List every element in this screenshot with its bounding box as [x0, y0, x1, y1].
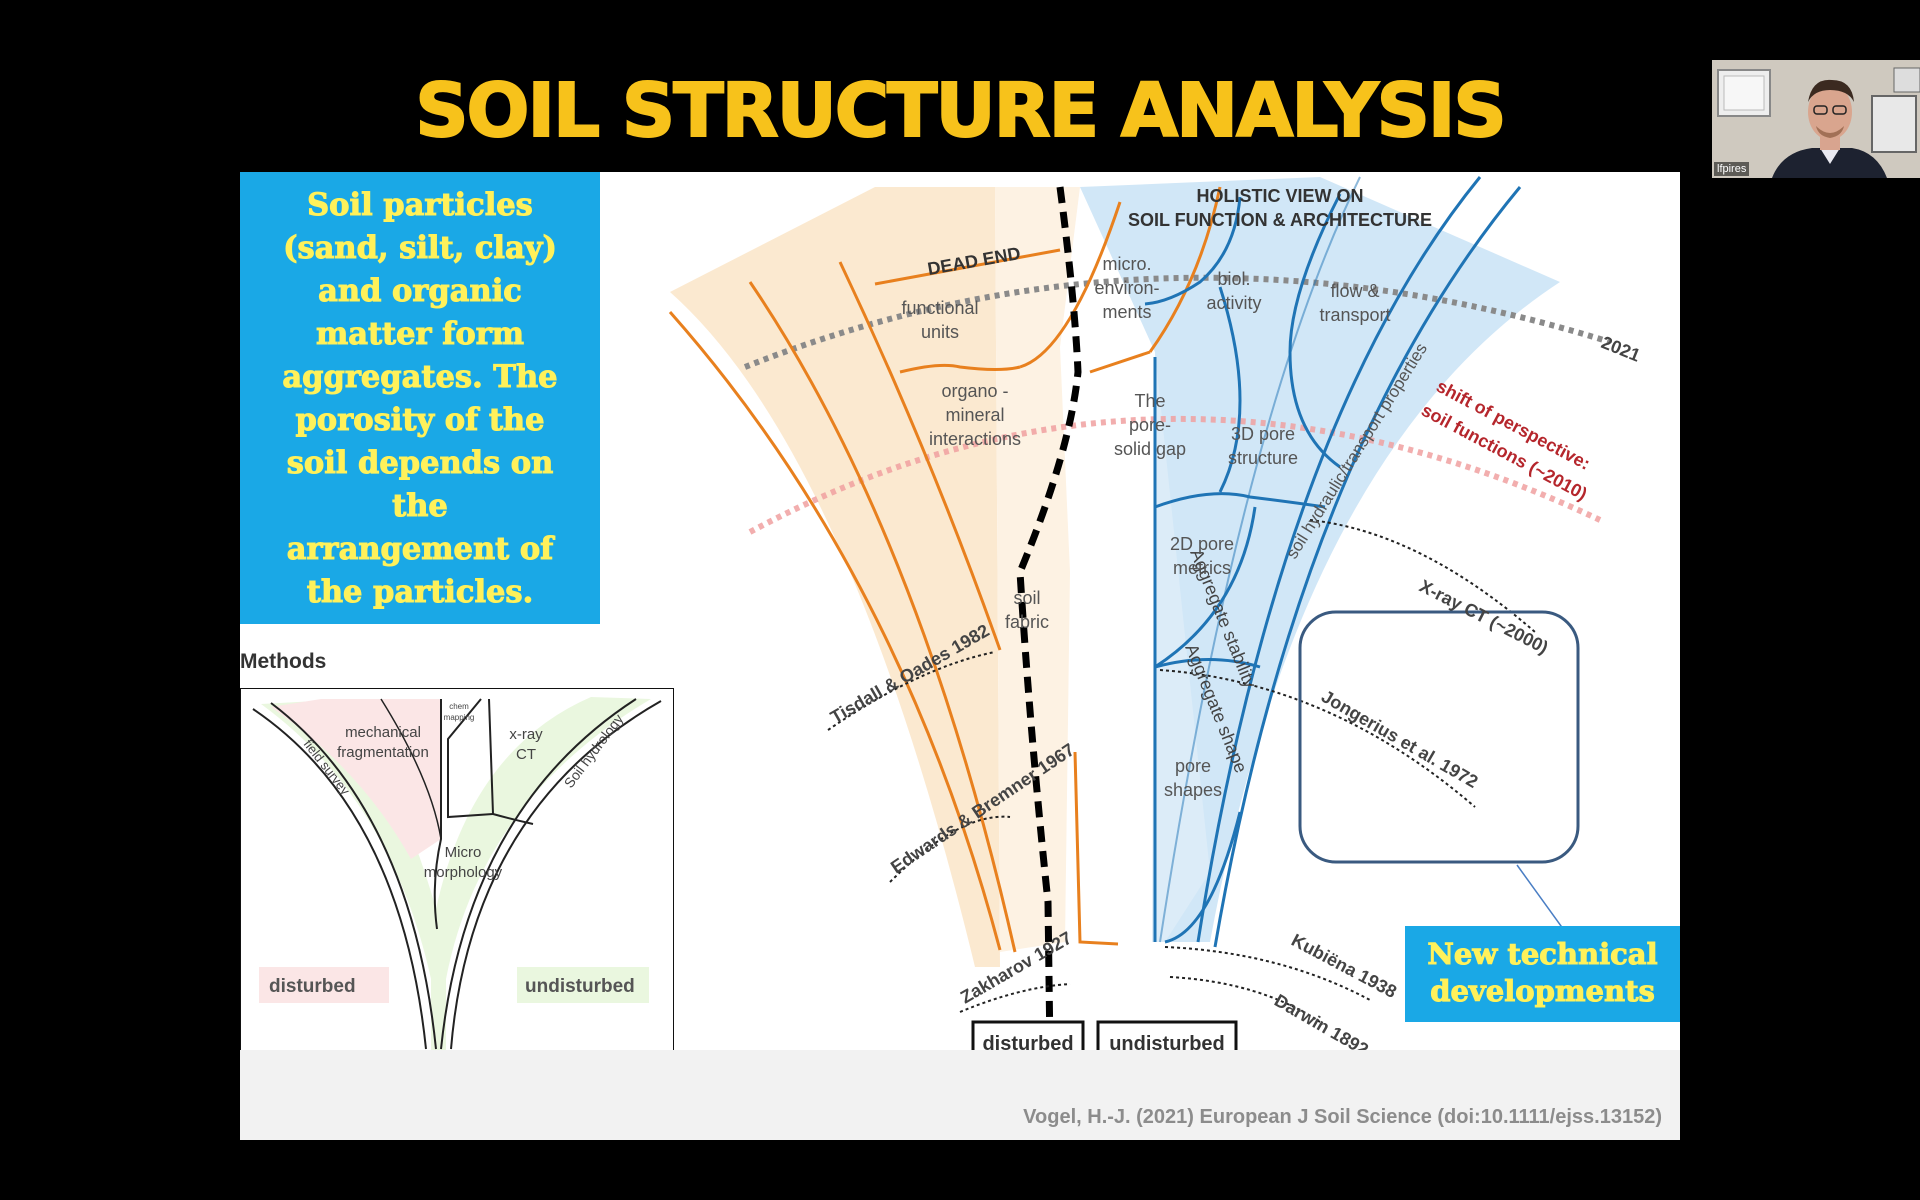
cell-gap-2: pore-	[1129, 415, 1171, 435]
webcam-image	[1712, 60, 1920, 178]
methods-diagram: field survey mechanical fragmentation ch…	[240, 688, 674, 1052]
legend-undisturbed: undisturbed	[525, 976, 635, 997]
cell-2d-2: metrics	[1173, 558, 1231, 578]
cell-flow-2: transport	[1319, 305, 1390, 325]
cell-functional-1: functional	[901, 298, 978, 318]
legend-disturbed: disturbed	[269, 976, 356, 997]
cell-organo-3: interactions	[929, 429, 1021, 449]
citation: Vogel, H.-J. (2021) European J Soil Scie…	[1023, 1106, 1662, 1128]
method-mechanical: mechanical	[345, 724, 421, 741]
method-chem: chem	[449, 702, 469, 711]
cell-biol-2: activity	[1206, 293, 1261, 313]
method-xray: x-ray	[509, 726, 543, 743]
new-technical-developments-box: New technical developments	[1405, 926, 1680, 1022]
methods-svg: field survey mechanical fragmentation ch…	[252, 697, 662, 1051]
bottom-band	[240, 1050, 1680, 1140]
box-disturbed: disturbed	[982, 1033, 1073, 1055]
cell-fabric-1: soil	[1013, 588, 1040, 608]
cell-gap-1: The	[1134, 391, 1165, 411]
method-micro: Micro	[445, 844, 482, 861]
cell-functional-2: units	[921, 322, 959, 342]
title-bar: SOIL STRUCTURE ANALYSIS	[240, 60, 1680, 172]
cell-3d-1: 3D pore	[1231, 424, 1295, 444]
cell-flow-1: flow &	[1330, 281, 1379, 301]
cell-micro-3: ments	[1102, 302, 1151, 322]
webcam-thumbnail[interactable]: lfpires	[1712, 60, 1920, 178]
method-fragmentation: fragmentation	[337, 744, 429, 761]
intro-text: Soil particles (sand, silt, clay) and or…	[282, 187, 558, 611]
cell-shapes-2: shapes	[1164, 780, 1222, 800]
cell-2d-1: 2D pore	[1170, 534, 1234, 554]
holistic-header-1: HOLISTIC VIEW ON	[1196, 186, 1363, 206]
milestone-jongerius: Jongerius et al. 1972	[1318, 686, 1481, 792]
cell-fabric-2: fabric	[1005, 612, 1049, 632]
methods-label: Methods	[240, 650, 327, 673]
cell-organo-1: organo -	[941, 381, 1008, 401]
holistic-header-2: SOIL FUNCTION & ARCHITECTURE	[1128, 210, 1432, 230]
cell-micro-2: environ-	[1094, 278, 1159, 298]
slide: SOIL STRUCTURE ANALYSIS Soil particles (…	[240, 60, 1680, 1140]
slide-title: SOIL STRUCTURE ANALYSIS	[414, 67, 1507, 155]
main-diagram: HOLISTIC VIEW ON SOIL FUNCTION & ARCHITE…	[668, 176, 1644, 1066]
cell-shapes-1: pore	[1175, 756, 1211, 776]
intro-box: Soil particles (sand, silt, clay) and or…	[240, 172, 600, 624]
method-morphology: morphology	[424, 864, 503, 881]
year-2021: 2021	[1599, 332, 1644, 366]
cell-organo-2: mineral	[945, 405, 1004, 425]
cell-micro-1: micro.	[1103, 254, 1152, 274]
milestone-xray: X-ray CT (~2000)	[1416, 576, 1551, 658]
milestone-kubiena: Kubiëna 1938	[1288, 930, 1400, 1002]
cell-3d-2: structure	[1228, 448, 1298, 468]
webcam-name-label: lfpires	[1714, 162, 1750, 176]
method-ct: CT	[516, 746, 536, 763]
cell-biol-1: biol.	[1217, 269, 1250, 289]
box-undisturbed: undisturbed	[1109, 1033, 1225, 1055]
cell-gap-3: solid gap	[1114, 439, 1186, 459]
method-mapping: mapping	[444, 713, 475, 722]
